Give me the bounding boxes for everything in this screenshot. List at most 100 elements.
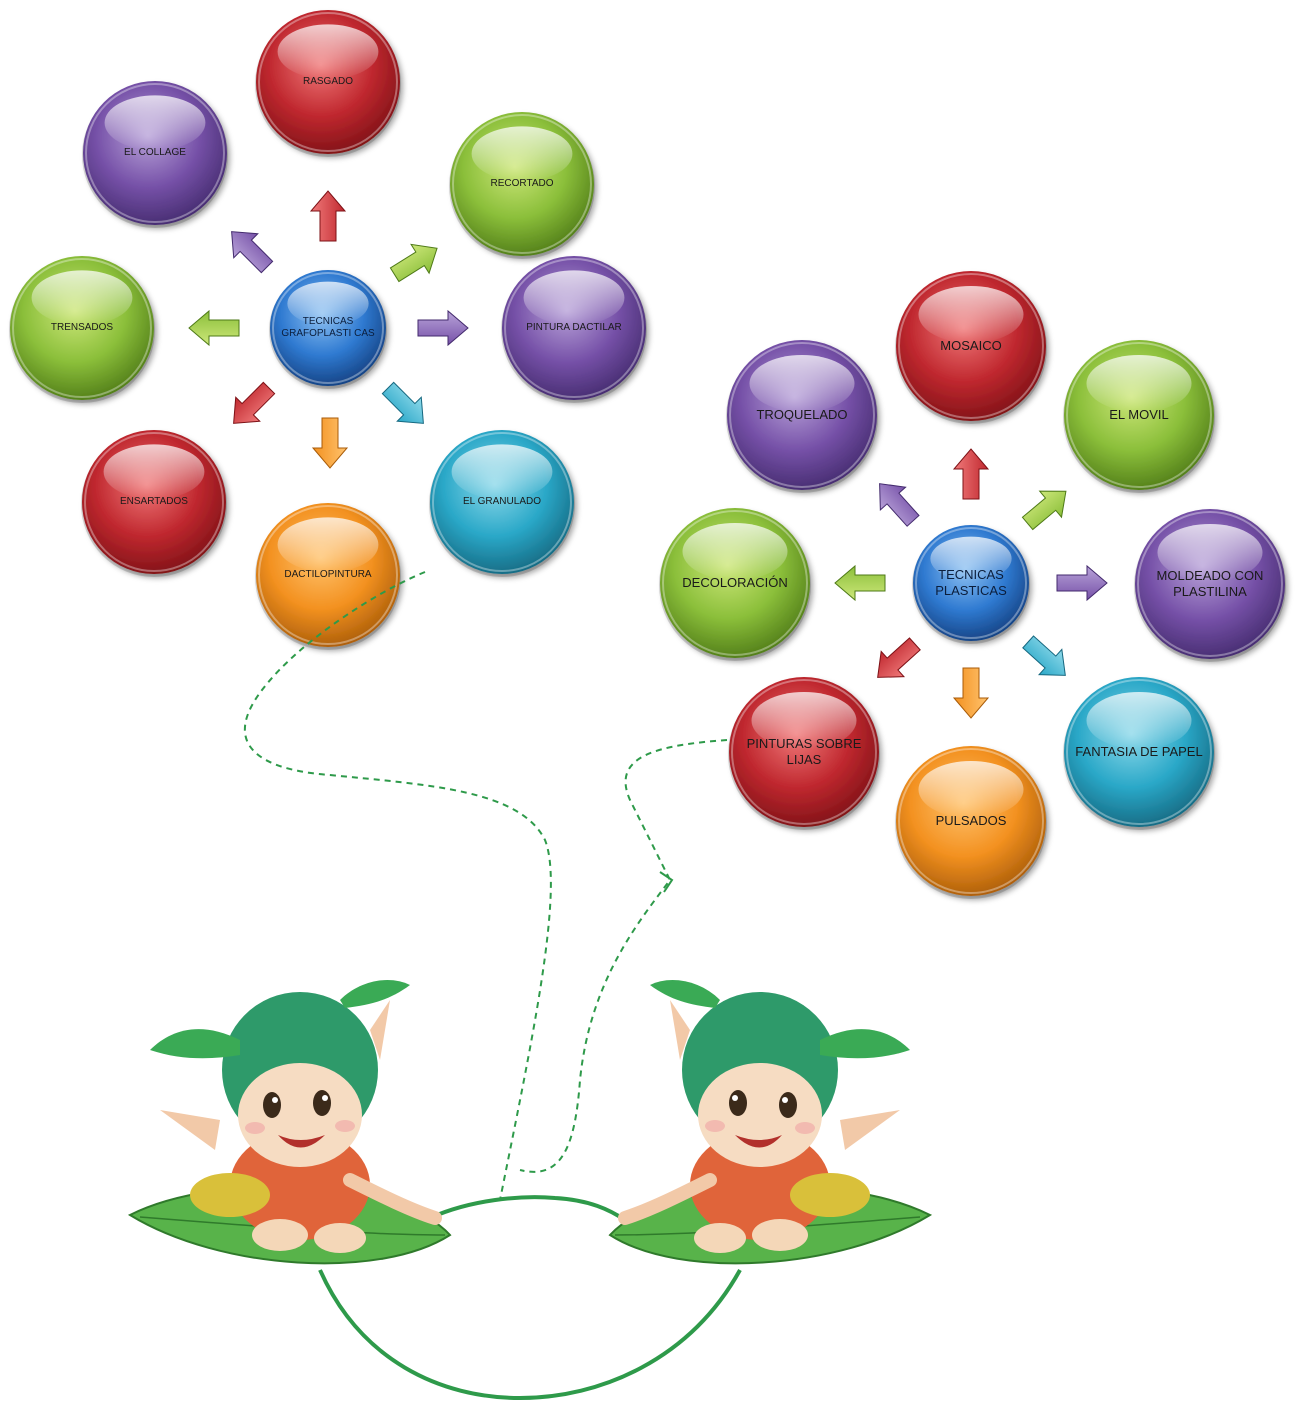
graf-arrow-5: [311, 417, 349, 469]
graf-node-circle-4-ring: [432, 432, 572, 572]
plast-arrow-4: [1022, 635, 1066, 676]
plast-arrow-6: [877, 637, 921, 678]
plast-arrow-2: [1021, 490, 1067, 531]
graf-node-1: RASGADO: [256, 10, 400, 154]
elf-character-right-ear-right: [670, 1000, 690, 1060]
elf-character-left-cheek-right: [335, 1120, 355, 1132]
plast-node-circle-6-gloss: [751, 692, 857, 749]
jump-rope-top: [429, 1195, 627, 1222]
plast-node-3: MOLDEADO CON PLASTILINA: [1135, 509, 1285, 659]
graf-hub-circle: [269, 270, 387, 389]
plast-node-circle-5: [895, 746, 1047, 899]
plast-node-5-label: PULSADOS: [935, 813, 1007, 829]
graf-node-5: DACTILOPINTURA: [256, 503, 400, 647]
plast-hub-circle-gloss: [930, 536, 1012, 581]
plast-hub-label: TECNICAS PLASTICAS: [935, 567, 1007, 598]
elf-character-left-pouch: [190, 1173, 270, 1217]
graf-node-circle-8-ring: [85, 83, 225, 223]
elf-character-right-cheek-left: [795, 1122, 815, 1134]
plast-node-2-label: EL MOVIL: [1109, 407, 1169, 423]
graf-arrow-4: [381, 381, 424, 424]
graf-hub: TECNICAS GRAFOPLASTI CAS: [270, 270, 386, 386]
graf-node-circle-3: [501, 256, 647, 403]
elf-character-left-pigtail-left: [150, 1029, 240, 1059]
plast-node-circle-8-gloss: [749, 355, 855, 412]
plast-node-4-label: FANTASIA DE PAPEL: [1075, 744, 1203, 760]
elf-character-left: [127, 980, 452, 1265]
elf-character-left-pigtail-top: [340, 980, 410, 1008]
plast-node-circle-3-ring: [1137, 511, 1283, 657]
plast-node-circle-7: [659, 508, 811, 661]
graf-node-3: PINTURA DACTILAR: [502, 256, 646, 400]
elf-character-left-eye-right: [313, 1090, 331, 1116]
plast-node-circle-7-gloss: [682, 523, 788, 580]
elf-character-right: [608, 980, 933, 1265]
elf-character-right-mouth: [735, 1135, 782, 1148]
graf-node-4-label: EL GRANULADO: [463, 496, 541, 507]
plast-node-6: PINTURAS SOBRE LIJAS: [729, 677, 879, 827]
graf-node-3-label: PINTURA DACTILAR: [526, 322, 622, 333]
elf-character-left-eye-left: [263, 1092, 281, 1118]
plast-node-circle-4-gloss: [1086, 692, 1192, 749]
graf-node-8: EL COLLAGE: [83, 81, 227, 225]
graf-node-1-label: RASGADO: [302, 76, 353, 87]
elf-character-left-ear-left: [160, 1110, 220, 1150]
plast-node-5: PULSADOS: [896, 746, 1046, 896]
elf-character-left-mouth: [278, 1135, 325, 1148]
graf-node-4: EL GRANULADO: [430, 430, 574, 574]
graf-node-circle-6-ring: [84, 432, 224, 572]
graf-node-circle-4: [429, 430, 575, 577]
plast-node-circle-4-ring: [1066, 679, 1212, 825]
plast-node-4: FANTASIA DE PAPEL: [1064, 677, 1214, 827]
graf-arrow-7: [188, 309, 240, 347]
plast-node-circle-1-gloss: [918, 286, 1024, 343]
plast-node-6-label: PINTURAS SOBRE LIJAS: [746, 736, 862, 767]
graf-node-circle-3-ring: [504, 258, 644, 398]
graf-node-circle-7: [9, 256, 155, 403]
graf-node-circle-5-ring: [258, 505, 398, 645]
plast-node-circle-5-ring: [898, 748, 1044, 894]
graf-node-circle-8: [82, 81, 228, 228]
plast-arrow-8: [879, 483, 920, 527]
graf-node-circle-5: [255, 503, 401, 650]
plast-node-circle-1: [895, 271, 1047, 424]
graf-arrow-2: [389, 243, 438, 283]
elf-character-right-eye-left: [779, 1092, 797, 1118]
plast-node-circle-3-gloss: [1157, 524, 1263, 581]
plast-hub: TECNICAS PLASTICAS: [913, 525, 1029, 641]
elf-character-left-leg-left: [252, 1219, 308, 1251]
plast-node-7: DECOLORACIÓN: [660, 508, 810, 658]
elf-character-left-ear-right: [370, 1000, 390, 1060]
graf-node-circle-1: [255, 10, 401, 157]
graf-node-circle-6: [81, 430, 227, 577]
plast-node-7-label: DECOLORACIÓN: [682, 575, 788, 591]
graf-node-circle-7-ring: [12, 258, 152, 398]
graf-arrow-6: [233, 381, 276, 424]
plast-node-circle-2-ring: [1066, 342, 1212, 488]
graf-arrow-8: [231, 231, 274, 274]
plast-node-1: MOSAICO: [896, 271, 1046, 421]
graf-node-circle-3-gloss: [523, 270, 625, 326]
graf-node-circle-5-gloss: [277, 517, 379, 573]
elf-character-left-face: [238, 1063, 362, 1167]
graf-node-circle-2: [449, 112, 595, 259]
plast-node-8-label: TROQUELADO: [756, 407, 848, 423]
plast-node-circle-8: [726, 340, 878, 493]
plast-hub-circle-ring: [915, 527, 1027, 639]
graf-node-8-label: EL COLLAGE: [124, 147, 186, 158]
plast-node-1-label: MOSAICO: [940, 338, 1002, 354]
plast-node-2: EL MOVIL: [1064, 340, 1214, 490]
graf-node-circle-7-gloss: [31, 270, 133, 326]
dashed-connector-left: [243, 571, 552, 1201]
graf-node-7: TRENSADOS: [10, 256, 154, 400]
elf-character-right-pigtail-left: [820, 1029, 910, 1059]
plast-arrow-5: [952, 667, 990, 719]
graf-node-circle-4-gloss: [451, 444, 553, 500]
elf-character-left-eye-right-glint: [322, 1095, 328, 1101]
graf-arrow-3: [417, 309, 469, 347]
plast-node-circle-6: [728, 677, 880, 830]
graf-hub-circle-gloss: [287, 281, 369, 326]
plast-node-circle-3: [1134, 509, 1286, 662]
plast-node-circle-6-ring: [731, 679, 877, 825]
plast-arrow-1: [952, 448, 990, 500]
